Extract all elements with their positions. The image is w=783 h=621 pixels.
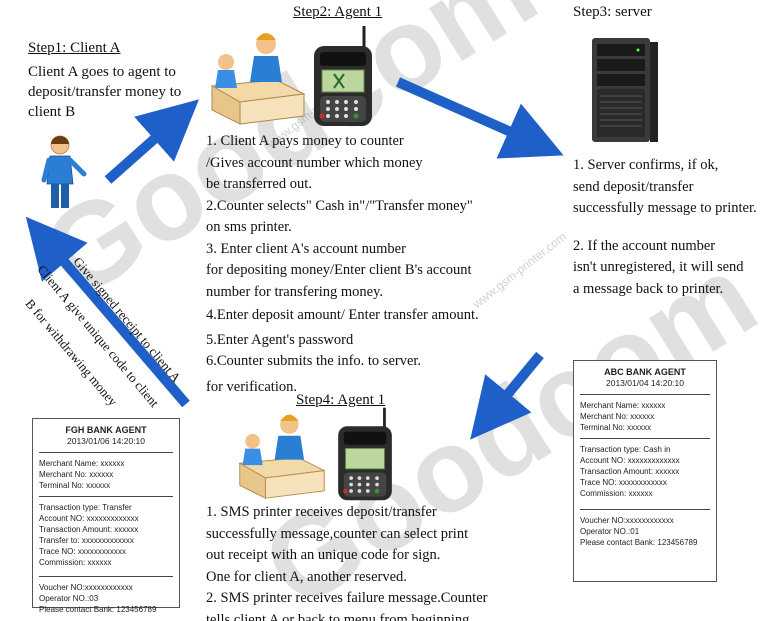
- step3-line: isn't unregistered, it will send: [573, 259, 744, 275]
- receipt-line: Trace NO: xxxxxxxxxxxx: [39, 547, 126, 556]
- receipt-line: Operator NO.:01: [580, 527, 640, 536]
- step2-line: /Gives account number which money: [206, 154, 423, 171]
- agent-counter-step4-icon: [238, 414, 326, 499]
- receipt-divider: [39, 452, 173, 453]
- abc-bank-receipt: ABC BANK AGENT 2013/01/04 14:20:10 Merch…: [573, 360, 717, 582]
- step3-description: 1. Server confirms, if ok, send deposit/…: [573, 155, 757, 300]
- receipt-divider: [39, 576, 173, 577]
- step1-line: Client A goes to agent to: [28, 64, 176, 80]
- receipt-line: Account NO: xxxxxxxxxxxxx: [580, 456, 680, 465]
- step4-line: out receipt with an unique code for sign…: [206, 547, 441, 563]
- receipt-line: Transaction type: Transfer: [39, 503, 132, 512]
- receipt-divider: [580, 394, 710, 395]
- receipt-line: Please contact Bank: 123456789: [39, 605, 157, 614]
- fgh-bank-receipt: FGH BANK AGENT 2013/01/06 14:20:10 Merch…: [32, 418, 180, 614]
- step4-line: One for client A, another reserved.: [206, 568, 407, 585]
- step3-title: Step3: server: [573, 4, 652, 20]
- receipt-line: Commission: xxxxxx: [580, 489, 653, 498]
- step2-line: 2.Counter selects" Cash in"/"Transfer mo…: [206, 197, 473, 214]
- step1-title: Step1: Client A: [28, 40, 121, 56]
- step4-line: 2. SMS printer receives failure message.…: [206, 590, 488, 606]
- sms-printer-step4-icon: [338, 407, 392, 501]
- receipt-line: Trace NO: xxxxxxxxxxxx: [580, 478, 667, 487]
- step2-line: 3. Enter client A's account number: [206, 240, 406, 257]
- arrow-step2-to-step3: [395, 77, 564, 159]
- step4-title: Step4: Agent 1: [296, 392, 386, 408]
- receipt-title: FGH BANK AGENT: [65, 425, 147, 435]
- sms-printer-icon: [314, 26, 372, 126]
- receipt-line: Terminal No: xxxxxx: [580, 423, 652, 432]
- step3-line: 2. If the account number: [573, 237, 716, 254]
- receipt-title: ABC BANK AGENT: [604, 367, 686, 377]
- step4-line: 1. SMS printer receives deposit/transfer: [206, 504, 437, 520]
- arrow-step3-to-step4: [470, 351, 544, 440]
- receipt-line: Commission: xxxxxx: [39, 558, 112, 567]
- step1-line: deposit/transfer money to: [28, 84, 182, 100]
- step2-line: on sms printer.: [206, 219, 292, 235]
- receipt-line: Voucher NO:xxxxxxxxxxxx: [39, 583, 133, 592]
- step2-line: 5.Enter Agent's password: [206, 331, 354, 348]
- arrow-step1-to-step2: [104, 99, 199, 184]
- step4-line: tells client A or back to menu from begi…: [206, 611, 473, 621]
- client-a-person-icon: [41, 135, 87, 208]
- receipt-line: Merchant No: xxxxxx: [39, 470, 114, 479]
- step3-line: a message back to printer.: [573, 280, 724, 297]
- receipt-line: Transaction Amount: xxxxxx: [39, 525, 139, 534]
- step4-description: 1. SMS printer receives deposit/transfer…: [206, 502, 487, 621]
- receipt-divider: [39, 496, 173, 497]
- receipt-line: Transfer to: xxxxxxxxxxxxx: [39, 536, 134, 545]
- arrow-step4-to-step1: [25, 216, 190, 408]
- receipt-line: Operator NO.:03: [39, 594, 99, 603]
- step1-line: client B: [28, 104, 76, 120]
- receipt-divider: [580, 438, 710, 439]
- step3-line: 1. Server confirms, if ok,: [573, 157, 719, 173]
- step2-line: 1. Client A pays money to counter: [206, 133, 404, 149]
- receipt-line: Merchant Name: xxxxxx: [580, 401, 666, 410]
- receipt-divider: [580, 509, 710, 510]
- step2-line: 6.Counter submits the info. to server.: [206, 353, 422, 369]
- step2-line: be transferred out.: [206, 176, 312, 192]
- step2-line: number for transfering money.: [206, 283, 384, 300]
- receipt-line: Please contact Bank: 123456789: [580, 538, 698, 547]
- receipt-line: Merchant No: xxxxxx: [580, 412, 655, 421]
- agent-counter-icon: [210, 33, 306, 125]
- receipt-date: 2013/01/06 14:20:10: [67, 436, 145, 446]
- step2-line: for verification.: [206, 378, 297, 395]
- step2-line: for depositing money/Enter client B's ac…: [206, 262, 472, 278]
- step2-description: 1. Client A pays money to counter /Gives…: [206, 131, 479, 398]
- step2-title: Step2: Agent 1: [293, 4, 383, 20]
- step3-line: successfully message to printer.: [573, 200, 757, 216]
- step2-line: 4.Enter deposit amount/ Enter transfer a…: [206, 307, 479, 323]
- step4-line: successfully message,counter can select …: [206, 525, 469, 542]
- receipt-line: Merchant Name: xxxxxx: [39, 459, 125, 468]
- step1-description: Client A goes to agent to deposit/transf…: [28, 62, 181, 122]
- receipt-line: Transaction type: Cash in: [580, 445, 671, 454]
- receipt-line: Voucher NO:xxxxxxxxxxxx: [580, 516, 674, 525]
- receipt-line: Terminal No: xxxxxx: [39, 481, 111, 490]
- receipt-line: Transaction Amount: xxxxxx: [580, 467, 680, 476]
- server-icon: [592, 38, 658, 142]
- step3-line: send deposit/transfer: [573, 178, 694, 195]
- receipt-line: Account NO: xxxxxxxxxxxxx: [39, 514, 139, 523]
- receipt-date: 2013/01/04 14:20:10: [606, 378, 684, 388]
